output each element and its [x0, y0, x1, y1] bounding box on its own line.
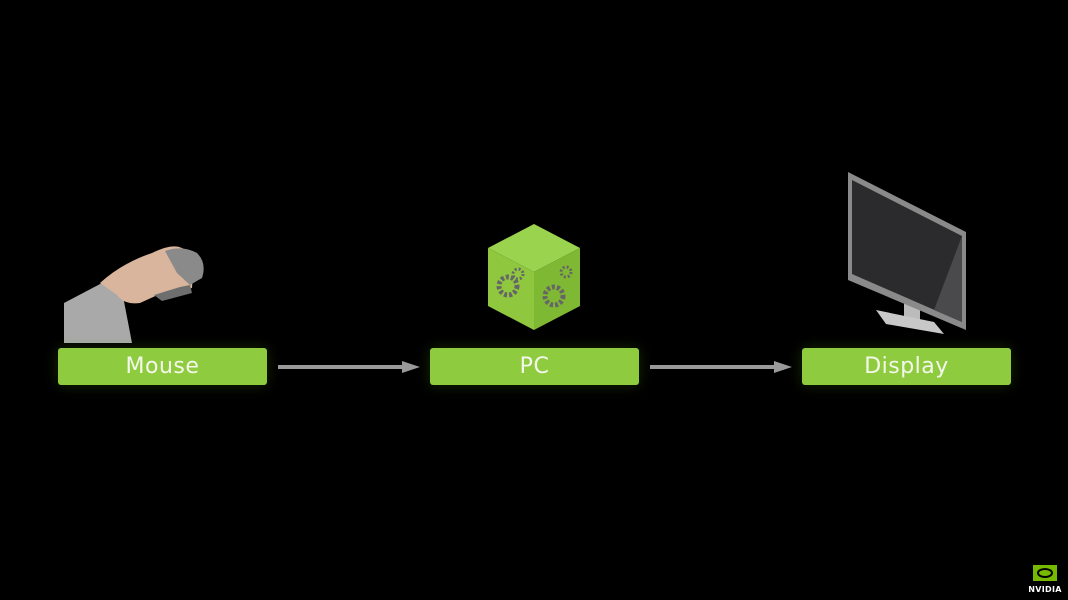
nvidia-eye-icon [1033, 565, 1057, 581]
hand-on-mouse-icon [64, 246, 204, 343]
node-label: Mouse [125, 354, 200, 379]
arrow-icon [278, 361, 420, 373]
node-label: Display [864, 354, 949, 379]
arrow-icon [650, 361, 792, 373]
node-mouse: Mouse [58, 348, 267, 385]
nvidia-logo: NVIDIA [1028, 565, 1062, 594]
node-pc: PC [430, 348, 639, 385]
node-label: PC [519, 354, 550, 379]
monitor-icon [848, 172, 966, 334]
gear-cube-icon [488, 224, 580, 330]
node-display: Display [802, 348, 1011, 385]
